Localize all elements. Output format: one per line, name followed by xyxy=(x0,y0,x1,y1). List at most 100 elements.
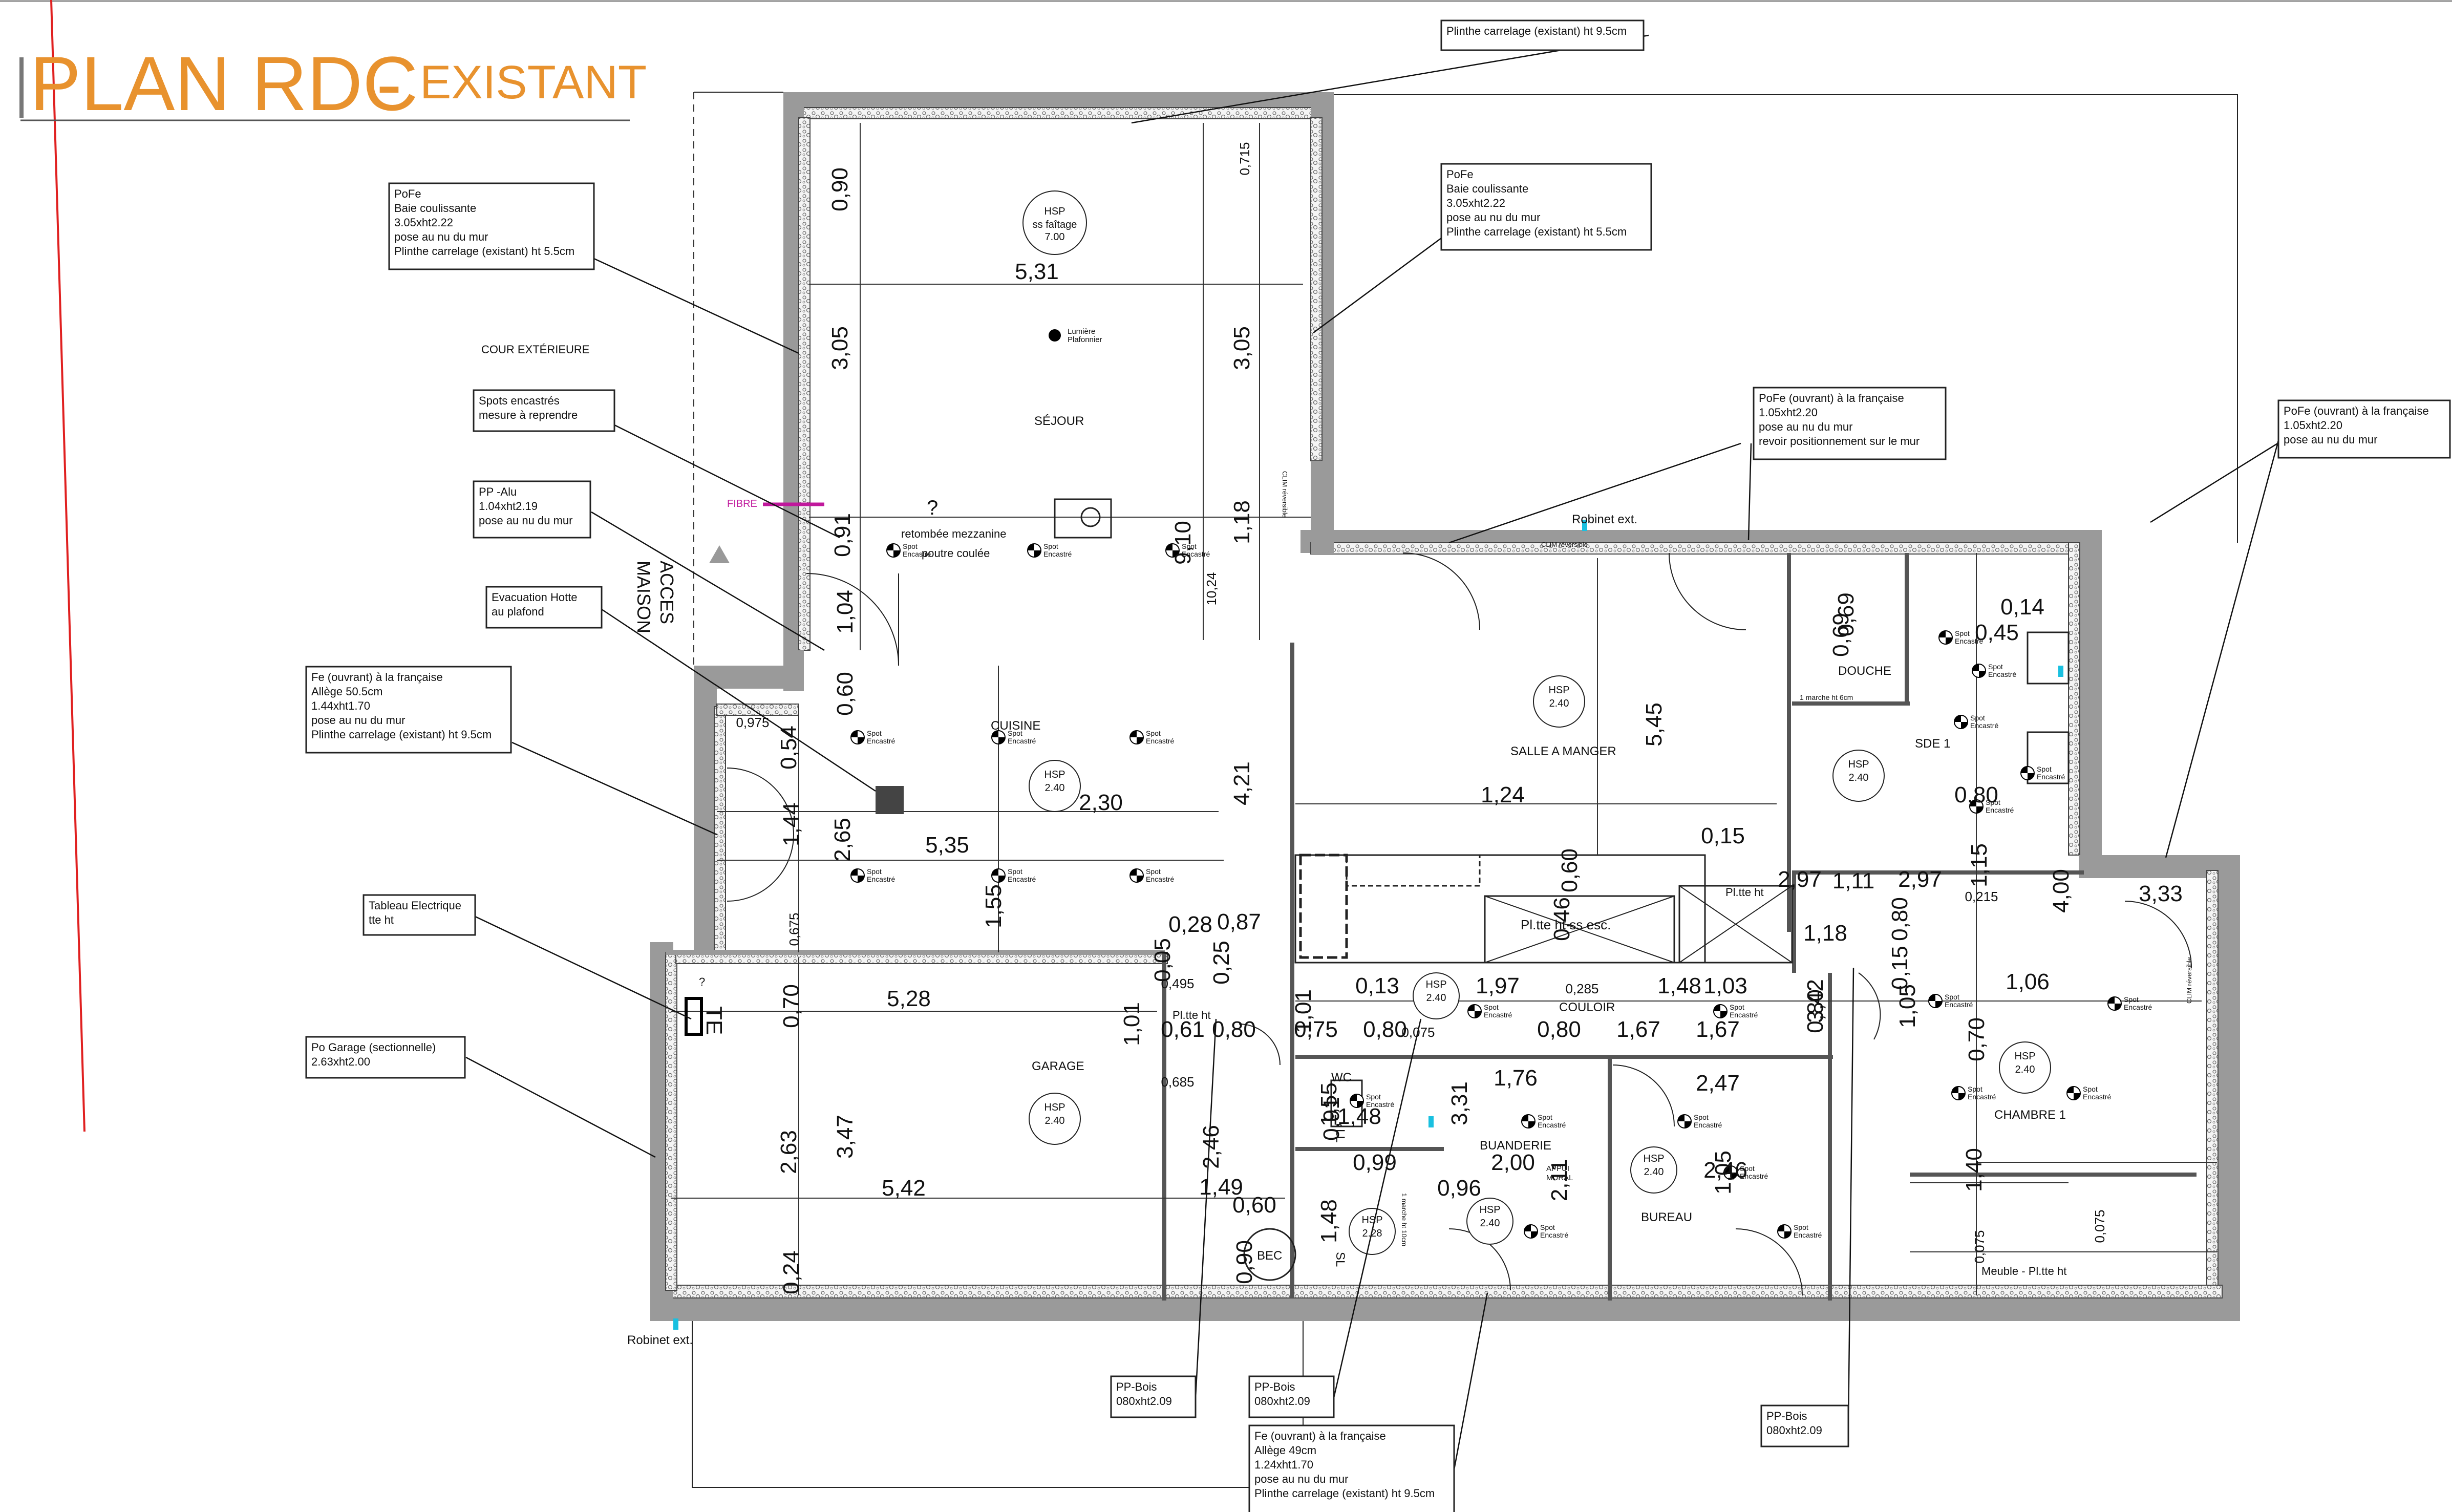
note-leader xyxy=(475,915,692,1020)
hsp-label: HSP xyxy=(1044,206,1065,217)
label-robinet-top: Robinet ext. xyxy=(1572,513,1637,526)
label-clim-top: CLIM réversible xyxy=(1281,471,1289,518)
label-robinet-bottom: Robinet ext. xyxy=(627,1333,693,1347)
note-line: 080xht2.09 xyxy=(1766,1424,1822,1437)
spot-encastre-label: Encastré xyxy=(1538,1121,1566,1129)
note-leader xyxy=(511,741,717,836)
note-line: PP -Alu xyxy=(479,485,517,498)
dim-label: 1,48 xyxy=(1337,1104,1381,1129)
dim-label: 2,63 xyxy=(776,1130,801,1174)
dim-label: 2,30 xyxy=(1079,790,1123,815)
dim-label: 0,45 xyxy=(1975,620,2019,645)
label-ll: LL xyxy=(1333,1129,1347,1143)
note-line: Allège 49cm xyxy=(1254,1444,1316,1457)
dim-label: 0,54 xyxy=(776,726,801,770)
note-leader xyxy=(1195,1018,1217,1398)
dim-label: 3,05 xyxy=(1229,326,1254,370)
label-appui: APPUI xyxy=(1546,1164,1569,1173)
dim-label: 1,97 xyxy=(1476,973,1520,998)
dim-label: 1,40 xyxy=(1961,1148,1987,1192)
dim-label: 0,15 xyxy=(1701,823,1745,848)
note-leader xyxy=(465,1056,656,1158)
room-name: SDE 1 xyxy=(1915,737,1950,751)
dim-label: 0,69 xyxy=(1828,613,1853,657)
dim-label: 3,31 xyxy=(1447,1081,1472,1125)
label-une-marche: 1 marche ht 6cm xyxy=(1800,693,1853,701)
room-4: DOUCHE xyxy=(1838,664,1891,678)
dim-label: 5,31 xyxy=(1015,259,1059,284)
note-line: Plinthe carrelage (existant) ht 9.5cm xyxy=(311,728,492,741)
hsp-value: 2.40 xyxy=(1644,1166,1664,1178)
dim-label: 4,00 xyxy=(2049,869,2074,913)
spot-label: Spot xyxy=(1484,1003,1499,1011)
note-line: PoFe (ouvrant) à la française xyxy=(2284,404,2429,417)
spot-encastre-label: Encastré xyxy=(1794,1231,1822,1239)
dim-label: 0,13 xyxy=(1355,973,1399,998)
spot-label: Spot xyxy=(867,729,882,737)
spot-label: Spot xyxy=(1146,867,1161,876)
dim-label: 2,65 xyxy=(830,818,855,862)
dim-label: 2,00 xyxy=(1491,1150,1535,1175)
note-line: pose au nu du mur xyxy=(479,514,572,527)
annotation-note: Po Garage (sectionnelle)2.63xht2.00 xyxy=(305,1036,466,1079)
spot-encastre-label: Encastré xyxy=(1182,550,1210,558)
label-poutre: poutre coulée xyxy=(922,547,990,560)
dim-label: 10,24 xyxy=(1204,572,1219,605)
walls xyxy=(650,92,2240,1321)
spot-encastre-label: Encastré xyxy=(1008,737,1036,745)
room-name: COULOIR xyxy=(1559,1000,1615,1014)
dim-label: 0,70 xyxy=(779,984,804,1028)
dim-label: 2,46 xyxy=(1703,1158,1747,1183)
note-line: pose au nu du mur xyxy=(1254,1473,1348,1485)
label-plate-esc: Pl.tte ht ss esc. xyxy=(1521,917,1611,932)
dim-label: 0,25 xyxy=(1209,941,1234,985)
spot-label: Spot xyxy=(2083,1085,2098,1093)
title-main: PLAN RDC xyxy=(30,40,418,126)
dim-label: 1,04 xyxy=(833,590,858,634)
spot-label: Spot xyxy=(1008,729,1022,737)
spot-encastre-label: Encastré xyxy=(1740,1172,1768,1180)
spot-encastre-label: Encastré xyxy=(903,550,931,558)
room-name: CHAMBRE 1 xyxy=(1994,1108,2066,1122)
note-line: pose au nu du mur xyxy=(394,230,488,243)
dim-label: 1,48 xyxy=(1657,973,1701,998)
spot-label: Spot xyxy=(1945,993,1959,1001)
note-leader xyxy=(614,424,840,539)
dim-label: 0,90 xyxy=(827,167,852,211)
dim-label: 1,03 xyxy=(1703,973,1747,998)
dim-label: 1,15 xyxy=(1967,843,1992,887)
room-8: WC xyxy=(1331,1071,1352,1084)
note-line: Spots encastrés xyxy=(479,394,560,407)
dim-label: 3,05 xyxy=(827,326,852,370)
dim-label: 1,01 xyxy=(1119,1002,1144,1046)
note-line: 3.05xht2.22 xyxy=(1446,197,1505,209)
note-line: revoir positionnement sur le mur xyxy=(1759,435,1920,448)
note-leader xyxy=(1313,237,1442,334)
spot-label: Spot xyxy=(1970,714,1985,722)
dim-label: 0,80 xyxy=(1954,782,1998,807)
spot-encastre-label: Encastré xyxy=(2083,1093,2111,1101)
note-line: Plinthe carrelage (existant) ht 5.5cm xyxy=(1446,225,1627,238)
annotation-note: PoFe (ouvrant) à la française1.05xht2.20… xyxy=(2277,399,2451,459)
spot-label: Spot xyxy=(1988,663,2003,671)
dim-label: 2,97 xyxy=(1778,867,1822,892)
room-name: BUREAU xyxy=(1641,1210,1692,1224)
dim-label: 1,11 xyxy=(1832,868,1874,893)
spot-label: Spot xyxy=(1955,629,1970,637)
label-sl: SL xyxy=(1333,1252,1347,1267)
note-line: Po Garage (sectionnelle) xyxy=(311,1041,436,1054)
dim-label: 2,46 xyxy=(1199,1125,1224,1169)
dim-label: 9,10 xyxy=(1170,521,1196,565)
dim-label: 1,67 xyxy=(1696,1017,1740,1042)
